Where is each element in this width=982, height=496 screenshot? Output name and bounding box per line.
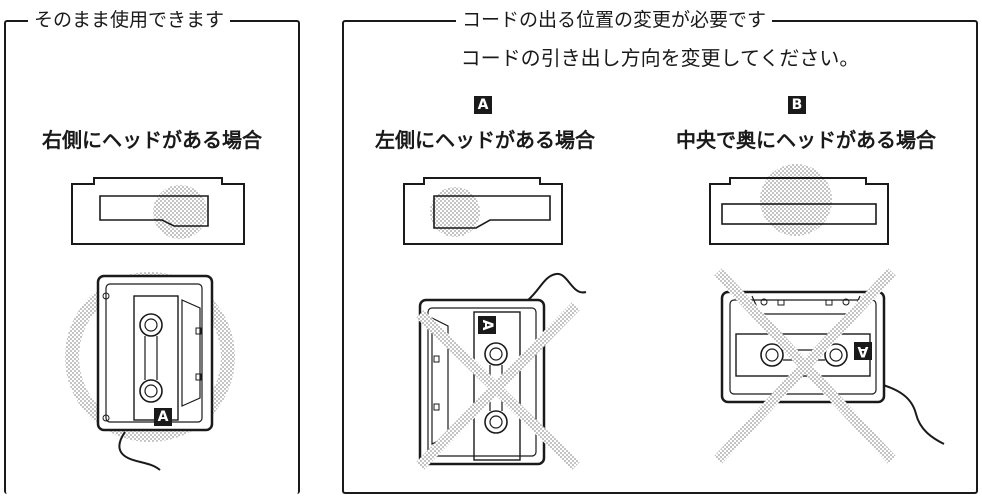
cassette-side-mark-b: A [854,342,872,360]
center-back-head-case-label: 中央で奥にヘッドがある場合 [676,128,936,152]
cassette-side-mark-left: A [154,408,172,426]
left-head-case-label: 左側にヘッドがある場合 [375,128,595,152]
usable-as-is-frame [4,20,300,494]
instruction-text: コードの引き出し方向を変更してください。 [460,46,860,70]
cassette-side-mark-a: A [478,316,496,334]
usable-as-is-title: そのまま使用できます [28,9,231,31]
case-a-badge: A [474,96,492,114]
deck-center-back-head-illustration [709,164,889,245]
not-usable-cross-a [416,302,580,470]
deck-right-head-illustration [71,177,245,245]
change-required-frame [342,20,978,494]
deck-left-head-illustration [403,177,563,245]
case-b-badge: B [788,96,806,114]
not-usable-cross-b [713,268,897,464]
change-required-title: コードの出る位置の変更が必要です [456,9,773,31]
cassette-adapter-ok-illustration [65,272,235,471]
right-head-case-label: 右側にヘッドがある場合 [42,128,262,152]
